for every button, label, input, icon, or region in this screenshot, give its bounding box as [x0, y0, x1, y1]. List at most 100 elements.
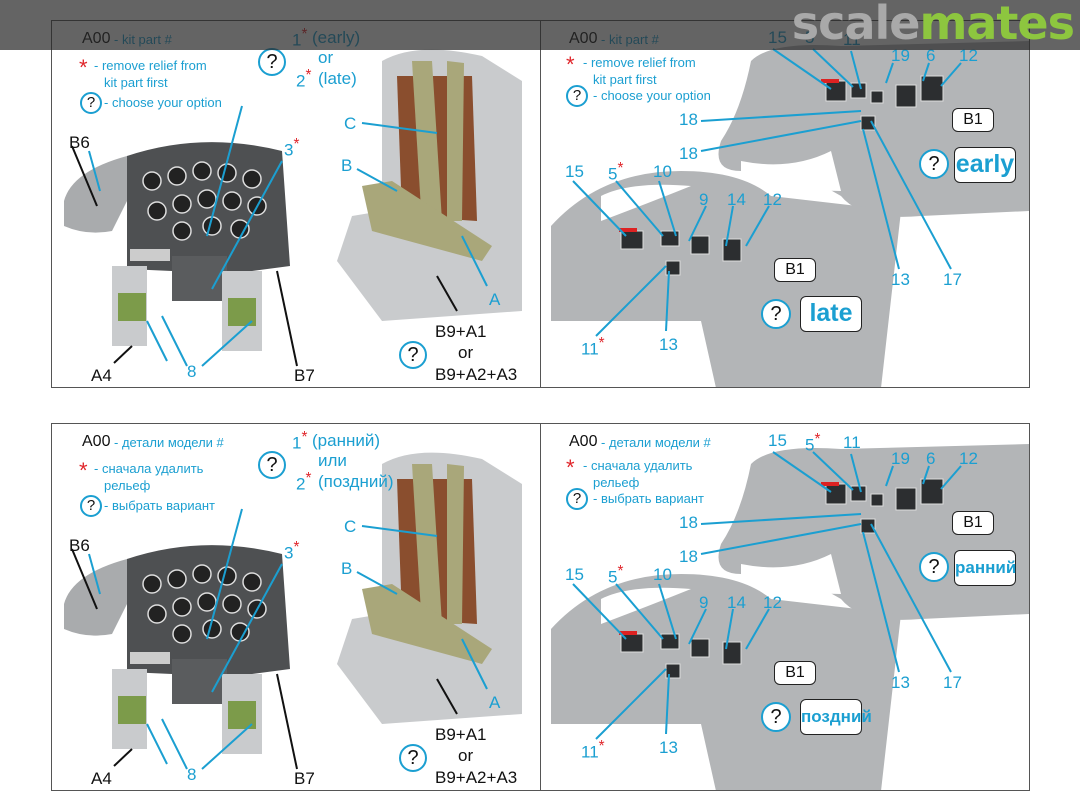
wall-cutout-2 — [601, 184, 691, 221]
panel-part-number-text: 12 — [959, 46, 978, 65]
panel-part-number: 13 — [891, 271, 910, 288]
panel-part-number: 14 — [727, 594, 746, 611]
leader-line — [772, 48, 832, 90]
part-label: C — [344, 115, 356, 132]
part-label: A4 — [91, 367, 112, 384]
gauge — [172, 194, 192, 214]
option-or-label: или — [318, 451, 347, 470]
remove-relief-legend: - remove relief from — [583, 55, 696, 70]
gauge — [197, 189, 217, 209]
remove-relief-asterisk-icon: * — [598, 738, 605, 755]
wall-cutout — [741, 151, 841, 191]
leader-line — [862, 128, 900, 270]
panel-part-number: 19 — [891, 47, 910, 64]
instrument-decal — [850, 82, 867, 99]
panel-part-number: 11 — [843, 434, 861, 451]
instrument-decal — [870, 90, 884, 104]
leader-line — [725, 205, 734, 247]
panel-part-number: 17 — [943, 271, 962, 288]
leader-line — [211, 563, 283, 693]
leader-line — [665, 270, 670, 332]
part-label-text: 3 — [284, 140, 294, 160]
panel-part-number: 15 — [565, 566, 584, 583]
leader-line — [922, 465, 930, 485]
panel-part-number-text: 14 — [727, 190, 746, 209]
instrument-decal — [660, 633, 680, 650]
kit-part-legend: - детали модели # — [114, 435, 224, 450]
panel-part-number: 10 — [653, 566, 672, 583]
part-code-example: A00 — [82, 433, 111, 450]
red-placard — [821, 482, 839, 486]
panel-part-number: 18 — [679, 548, 698, 565]
part-label-text: B — [341, 156, 353, 175]
remove-relief-legend: - сначала удалить — [94, 461, 204, 476]
option-2-label: (поздний) — [318, 472, 394, 491]
leader-line — [595, 668, 667, 740]
panel-part-number: 5* — [608, 161, 623, 183]
option-2-number: 2* — [296, 68, 311, 90]
instrument-decal — [690, 638, 710, 658]
leader-line — [812, 451, 854, 491]
option-early-box: early — [954, 147, 1016, 183]
leader-line — [206, 508, 243, 640]
part-box-b1: B1 — [952, 511, 994, 535]
part-label: A — [489, 291, 500, 308]
remove-relief-asterisk-icon: * — [598, 335, 605, 352]
remove-relief-asterisk-icon: * — [293, 539, 300, 556]
remove-relief-legend-2: kit part first — [593, 72, 657, 87]
panel-part-number-text: 18 — [679, 144, 698, 163]
panel-part-number: 5* — [805, 432, 820, 454]
instruction-panel-walls-en: 155111961218181317155*109141211*13B1B1?e… — [540, 20, 1030, 388]
gauge — [230, 622, 250, 642]
gauge — [192, 564, 212, 584]
illustration — [551, 444, 1029, 790]
option-or-label: or — [318, 48, 334, 67]
watermark-banner: scalemates — [0, 0, 1080, 50]
remove-relief-asterisk-icon: * — [305, 67, 312, 84]
leader-line — [461, 235, 488, 287]
option-2-number-text: 2 — [296, 71, 306, 91]
shoulder-strap-1 — [412, 464, 442, 629]
seat-option-icon: ? — [399, 744, 427, 772]
panel-part-number: 6 — [926, 47, 935, 64]
panel-part-number-text: 9 — [699, 593, 709, 612]
remove-relief-asterisk-icon: * — [617, 563, 624, 580]
remove-relief-legend: - сначала удалить — [583, 458, 693, 473]
wall-cutout — [741, 554, 841, 594]
leader-line — [356, 571, 398, 595]
leader-line — [812, 48, 854, 88]
part-label-text: A4 — [91, 769, 112, 788]
option-1-number-text: 1 — [292, 433, 302, 453]
leader-line — [922, 62, 930, 82]
part-label: C — [344, 518, 356, 535]
leader-line — [113, 345, 133, 364]
panel-part-number-text: 12 — [763, 593, 782, 612]
seat-option-or: or — [458, 343, 474, 362]
shoulder-strap-2 — [447, 61, 464, 221]
choose-option-icon: ? — [258, 48, 286, 76]
panel-part-number-text: 11 — [581, 742, 599, 762]
gauge — [147, 604, 167, 624]
switch-row — [130, 249, 170, 261]
part-label: B7 — [294, 367, 315, 384]
leader-line — [870, 120, 952, 270]
leader-line — [870, 523, 952, 673]
part-code-example: A00 — [569, 433, 598, 450]
part-label: B6 — [69, 537, 90, 554]
question-icon: ? — [566, 85, 588, 107]
asterisk-icon: * — [566, 455, 575, 480]
part-label: A4 — [91, 770, 112, 787]
leader-line — [211, 160, 283, 290]
illustration — [64, 49, 522, 367]
panel-part-number-text: 12 — [959, 449, 978, 468]
remove-relief-legend: - remove relief from — [94, 58, 207, 73]
shoulder-strap-1 — [412, 61, 442, 226]
option-late-icon: ? — [761, 702, 791, 732]
gauge — [172, 597, 192, 617]
option-1-number: 1* — [292, 430, 307, 452]
remove-relief-legend-2: рельеф — [593, 475, 640, 490]
asterisk-icon: * — [79, 458, 88, 483]
gauge — [167, 569, 187, 589]
